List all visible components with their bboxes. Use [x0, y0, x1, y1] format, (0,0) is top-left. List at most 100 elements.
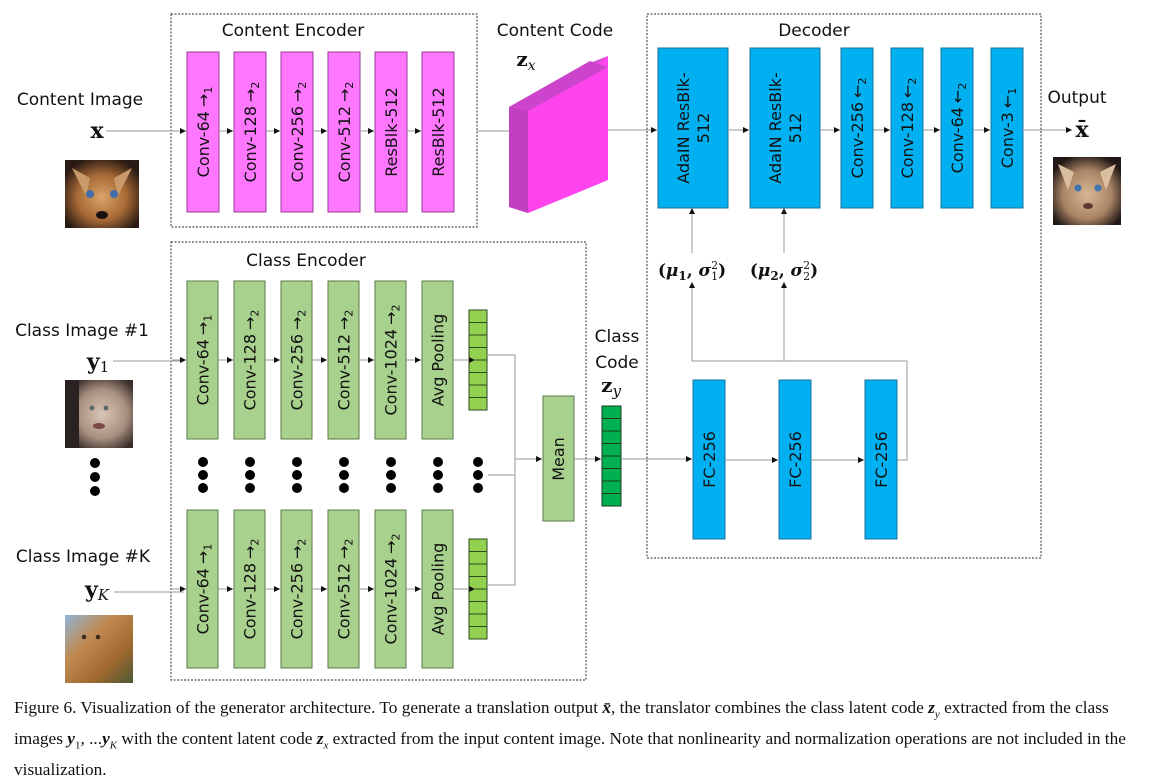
ellipsis-dots-5 — [386, 457, 396, 493]
class-row-1-block-3-label: Conv-256→2 — [288, 310, 309, 411]
class-code-cell — [601, 443, 622, 457]
class-row-1-vector-cell — [468, 309, 488, 323]
content-encoder-block-4-rect — [327, 51, 361, 213]
class-row-k-vector-cell — [468, 576, 488, 590]
class-encoder-title: Class Encoder — [246, 251, 366, 271]
class-row-1-vector-cell — [468, 334, 488, 348]
fc-block-3-rect — [864, 379, 898, 540]
class-row-k-vector-cell — [468, 626, 488, 640]
class-code-cell — [601, 493, 622, 507]
ellipsis-dots-4 — [339, 457, 349, 493]
content-encoder-block-3-label: Conv-256→2 — [288, 82, 309, 183]
content-encoder-group — [170, 13, 478, 228]
class-row-k-style-vector — [468, 538, 488, 640]
class-row-k-block-2: Conv-128→2 — [233, 509, 266, 669]
class-row-k-block-1: Conv-64→1 — [186, 509, 219, 669]
ellipsis-dots-2 — [245, 457, 255, 493]
caption-text-5: with the content latent code — [117, 728, 317, 748]
fc-block-2-label: FC-256 — [786, 431, 805, 488]
class-code-cell — [601, 405, 622, 419]
class-row-k-block-1-rect — [186, 509, 219, 669]
caption-text-4: , ... — [80, 728, 103, 748]
fc-block-2-rect — [778, 379, 812, 540]
decoder-block-2-rect — [749, 47, 821, 209]
output-label: Output — [1047, 88, 1106, 108]
decoder-block-1-rect — [657, 47, 729, 209]
class-row-1-vector-cell — [468, 359, 488, 373]
content-encoder-block-6-rect — [421, 51, 455, 213]
class-row-k-vector-cell — [468, 538, 488, 552]
caption-zx: zx — [316, 728, 329, 752]
class-row-1-block-1-label: Conv-64→1 — [194, 315, 215, 406]
decoder-title: Decoder — [778, 21, 850, 41]
class-row-1-vector-cell — [468, 397, 488, 411]
class-image-k-symbol: yK — [84, 577, 110, 604]
class-code-cell — [601, 468, 622, 482]
class-row-1-block-2: Conv-128→2 — [233, 280, 266, 440]
row1-to-mean-connector — [488, 354, 516, 460]
content-image-thumbnail — [65, 160, 139, 228]
class-row-k-block-2-rect — [233, 509, 266, 669]
content-code-symbol: zx — [516, 47, 535, 74]
content-encoder-block-6: ResBlk-512 — [421, 51, 455, 213]
class-code-cell — [601, 480, 622, 494]
content-image-label: Content Image — [17, 90, 143, 110]
class-row-1-block-1: Conv-64→1 — [186, 280, 219, 440]
decoder-block-3: Conv-256←2 — [840, 47, 874, 209]
class-row-k-vector-cell — [468, 613, 488, 627]
class-row-1-vector-cell — [468, 372, 488, 386]
class-row-1-block-4-rect — [327, 280, 360, 440]
output-image-thumbnail — [1053, 157, 1121, 225]
generator-architecture-diagram: Content Encoder Content Code Decoder Cla… — [15, 13, 1121, 683]
decoder-block-3-label: Conv-256←2 — [848, 78, 869, 179]
decoder-block-5-label: Conv-64←2 — [948, 83, 969, 174]
class-row-1-block-6-label: Avg Pooling — [429, 314, 448, 407]
class-row-k-block-6-rect — [421, 509, 454, 669]
content-code-block — [509, 56, 608, 213]
decoder-block-5: Conv-64←2 — [940, 47, 974, 209]
class-row-1-block-2-rect — [233, 280, 266, 440]
class-row-1-block-2-label: Conv-128→2 — [241, 310, 262, 411]
content-encoder-block-5-rect — [374, 51, 408, 213]
content-encoder-block-4: Conv-512→2 — [327, 51, 361, 213]
content-encoder-block-2-rect — [233, 51, 267, 213]
content-code-title: Content Code — [497, 21, 614, 41]
class-row-k-block-4: Conv-512→2 — [327, 509, 360, 669]
decoder-block-2: AdaIN ResBlk-512 — [749, 47, 821, 209]
decoder-block-1-label-line1: AdaIN ResBlk- — [674, 72, 693, 183]
class-code-symbol: zy — [601, 373, 621, 400]
fc-block-3: FC-256 — [864, 379, 898, 540]
class-row-k-block-4-rect — [327, 509, 360, 669]
class-row-k-block-3-label: Conv-256→2 — [288, 539, 309, 640]
caption-xbar: x̄ — [602, 698, 611, 717]
class-row-k-vector-cell — [468, 563, 488, 577]
class-row-1-style-vector — [468, 309, 488, 411]
class-row-1-block-6: Avg Pooling — [421, 280, 454, 440]
class-image-ellipsis — [90, 458, 100, 496]
class-row-k-block-1-label: Conv-64→1 — [194, 544, 215, 635]
class-row-k-block-6-label: Avg Pooling — [429, 543, 448, 636]
fc-to-params-connector — [689, 282, 908, 461]
content-encoder-block-2-label: Conv-128→2 — [241, 82, 262, 183]
figure-caption: Figure 6. Visualization of the generator… — [14, 696, 1154, 781]
caption-y1: y1 — [67, 728, 81, 752]
class-code-title-line1: Class — [595, 327, 640, 347]
class-code-cell — [601, 418, 622, 432]
ellipsis-dots-3 — [292, 457, 302, 493]
fc-block-2: FC-256 — [778, 379, 812, 540]
output-symbol: x̄ — [1075, 117, 1089, 143]
content-encoder-block-1-rect — [186, 51, 220, 213]
ellipsis-dots-1 — [198, 457, 208, 493]
fc-block-1-rect — [692, 379, 726, 540]
content-encoder-block-2: Conv-128→2 — [233, 51, 267, 213]
fc-block-1-label: FC-256 — [700, 431, 719, 488]
class-row-1-block-4: Conv-512→2 — [327, 280, 360, 440]
class-row-1-block-5-label: Conv-1024→2 — [382, 304, 403, 415]
decoder-block-4-label: Conv-128←2 — [898, 78, 919, 179]
decoder-block-6: Conv-3←1 — [990, 47, 1024, 209]
caption-text-2: , the translator combines the class late… — [610, 698, 929, 717]
class-row-k-block-3-rect — [280, 509, 313, 669]
class-row-k-block-3: Conv-256→2 — [280, 509, 313, 669]
